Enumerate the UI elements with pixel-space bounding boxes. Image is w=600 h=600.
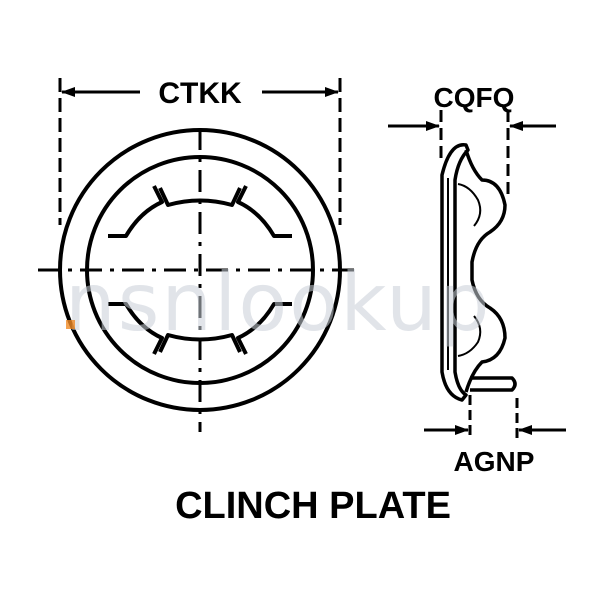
side-flange [440, 143, 470, 402]
side-body-inner [457, 183, 482, 227]
side-stud [470, 376, 517, 392]
cqfq-dimension [388, 110, 556, 195]
tab-top-left [108, 185, 164, 238]
tab-top-right [236, 185, 292, 238]
agnp-label: AGNP [454, 446, 535, 477]
side-view [440, 143, 517, 402]
ctkk-dimension [58, 78, 342, 225]
front-view [38, 128, 362, 432]
tab-bottom-right [236, 302, 292, 355]
cqfq-label: CQFQ [434, 82, 515, 113]
agnp-dimension [424, 395, 566, 440]
watermark-accent-dot [66, 320, 75, 329]
diagram-title: CLINCH PLATE [175, 485, 451, 527]
side-body-inner-2 [457, 315, 482, 357]
ctkk-label: CTKK [158, 77, 242, 110]
tab-bottom-left [108, 302, 164, 355]
side-body-profile [464, 149, 507, 393]
watermark-text: nsnlookup [65, 256, 492, 349]
